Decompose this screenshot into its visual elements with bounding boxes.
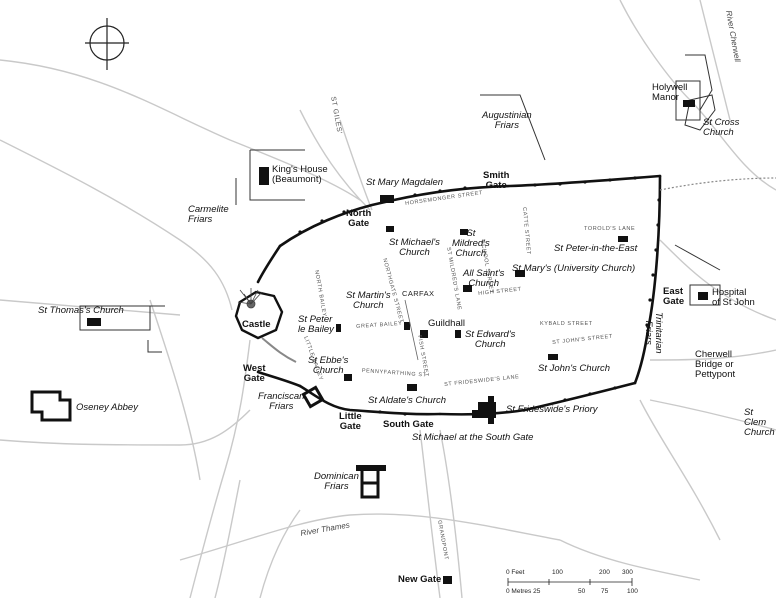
- label-st-michaels-church: St Michael's Church: [389, 237, 440, 258]
- dominican-roof: [356, 465, 386, 471]
- label-st-clements: St Clem Church: [744, 407, 775, 438]
- label-smith-gate: Smith Gate: [483, 170, 510, 191]
- castle-stream: [261, 337, 297, 363]
- label-torolds-lane: TOROLD'S LANE: [584, 226, 636, 232]
- label-north-gate: North Gate: [346, 208, 372, 229]
- label-cherwell-bridge: Cherwell Bridge or Pettypont: [695, 349, 736, 380]
- label-dominican-friars: Dominican Friars: [314, 471, 359, 492]
- town-wall: [256, 174, 662, 416]
- label-st-marys: St Mary's (University Church): [512, 263, 636, 274]
- label-augustinian-friars: Augustinian Friars: [482, 110, 532, 131]
- label-kings-house: King's House (Beaumont): [272, 164, 328, 185]
- label-guildhall: Guildhall: [428, 318, 465, 329]
- label-st-frideswides-priory: St Frideswide's Priory: [506, 404, 598, 415]
- label-south-gate: South Gate: [383, 419, 434, 430]
- label-new-gate: New Gate: [398, 574, 442, 585]
- label-franciscan-friars: Franciscan Friars: [258, 391, 305, 412]
- scale-metres-label: 0 Metres 25: [506, 588, 541, 595]
- label-oseney-abbey: Oseney Abbey: [76, 402, 138, 413]
- label-trinitarian-friars: Trinitarian Friars: [643, 312, 664, 354]
- label-castle: Castle: [242, 319, 271, 330]
- label-carmelite-friars: Carmelite Friars: [188, 204, 229, 225]
- label-carfax: CARFAX: [402, 289, 435, 298]
- scale-metres-tick-1: 50: [578, 588, 586, 595]
- aldate-line: [404, 299, 419, 361]
- label-st-michael-south-gate: St Michael at the South Gate: [412, 432, 534, 443]
- scale-feet-tick-2: 200: [599, 569, 610, 576]
- label-st-mary-magdalen: St Mary Magdalen: [366, 177, 444, 188]
- label-kybald-street: KYBALD STREET: [540, 321, 593, 327]
- scale-feet-tick-1: 100: [552, 569, 563, 576]
- label-all-saints: All Saint's Church: [463, 268, 505, 289]
- scale-bar: [507, 578, 633, 586]
- label-st-peter-in-the-east: St Peter-in-the-East: [554, 243, 638, 254]
- wall-bastions: [298, 176, 661, 416]
- label-holywell-manor: Holywell Manor: [652, 82, 688, 103]
- label-st-thomas: St Thomas's Church: [38, 305, 124, 316]
- label-hospital-st-john: Hospital of St John: [712, 287, 755, 308]
- buildings: [87, 100, 708, 584]
- scale-metres-tick-2: 75: [601, 588, 609, 595]
- label-west-gate: West Gate: [243, 363, 266, 384]
- label-east-gate: East Gate: [663, 286, 685, 307]
- label-st-cross-church: St Cross Church: [703, 117, 740, 138]
- label-st-ebbes: St Ebbe's Church: [308, 355, 349, 376]
- frideswide-priory-plan: [472, 396, 496, 424]
- label-st-mildreds-church: St Mildred's Church: [452, 228, 490, 259]
- label-st-edwards: St Edward's Church: [465, 329, 516, 350]
- label-little-gate: Little Gate: [339, 411, 362, 432]
- scale-feet-tick-3: 300: [622, 569, 633, 576]
- castle-outline: [234, 290, 284, 340]
- castle-mound-icon: [237, 288, 263, 309]
- label-st-johns-church: St John's Church: [538, 363, 611, 374]
- scale-metres-tick-3: 100: [627, 588, 638, 595]
- label-st-aldates: St Aldate's Church: [368, 395, 447, 406]
- scale-feet-label: 0 Feet: [506, 569, 525, 576]
- label-st-martins: St Martin's Church: [346, 290, 391, 311]
- east-bridge-line: [659, 177, 776, 191]
- enclosures: [79, 54, 721, 353]
- label-st-peter-le-bailey: St Peter le Bailey: [298, 314, 334, 335]
- compass-icon: [85, 18, 129, 70]
